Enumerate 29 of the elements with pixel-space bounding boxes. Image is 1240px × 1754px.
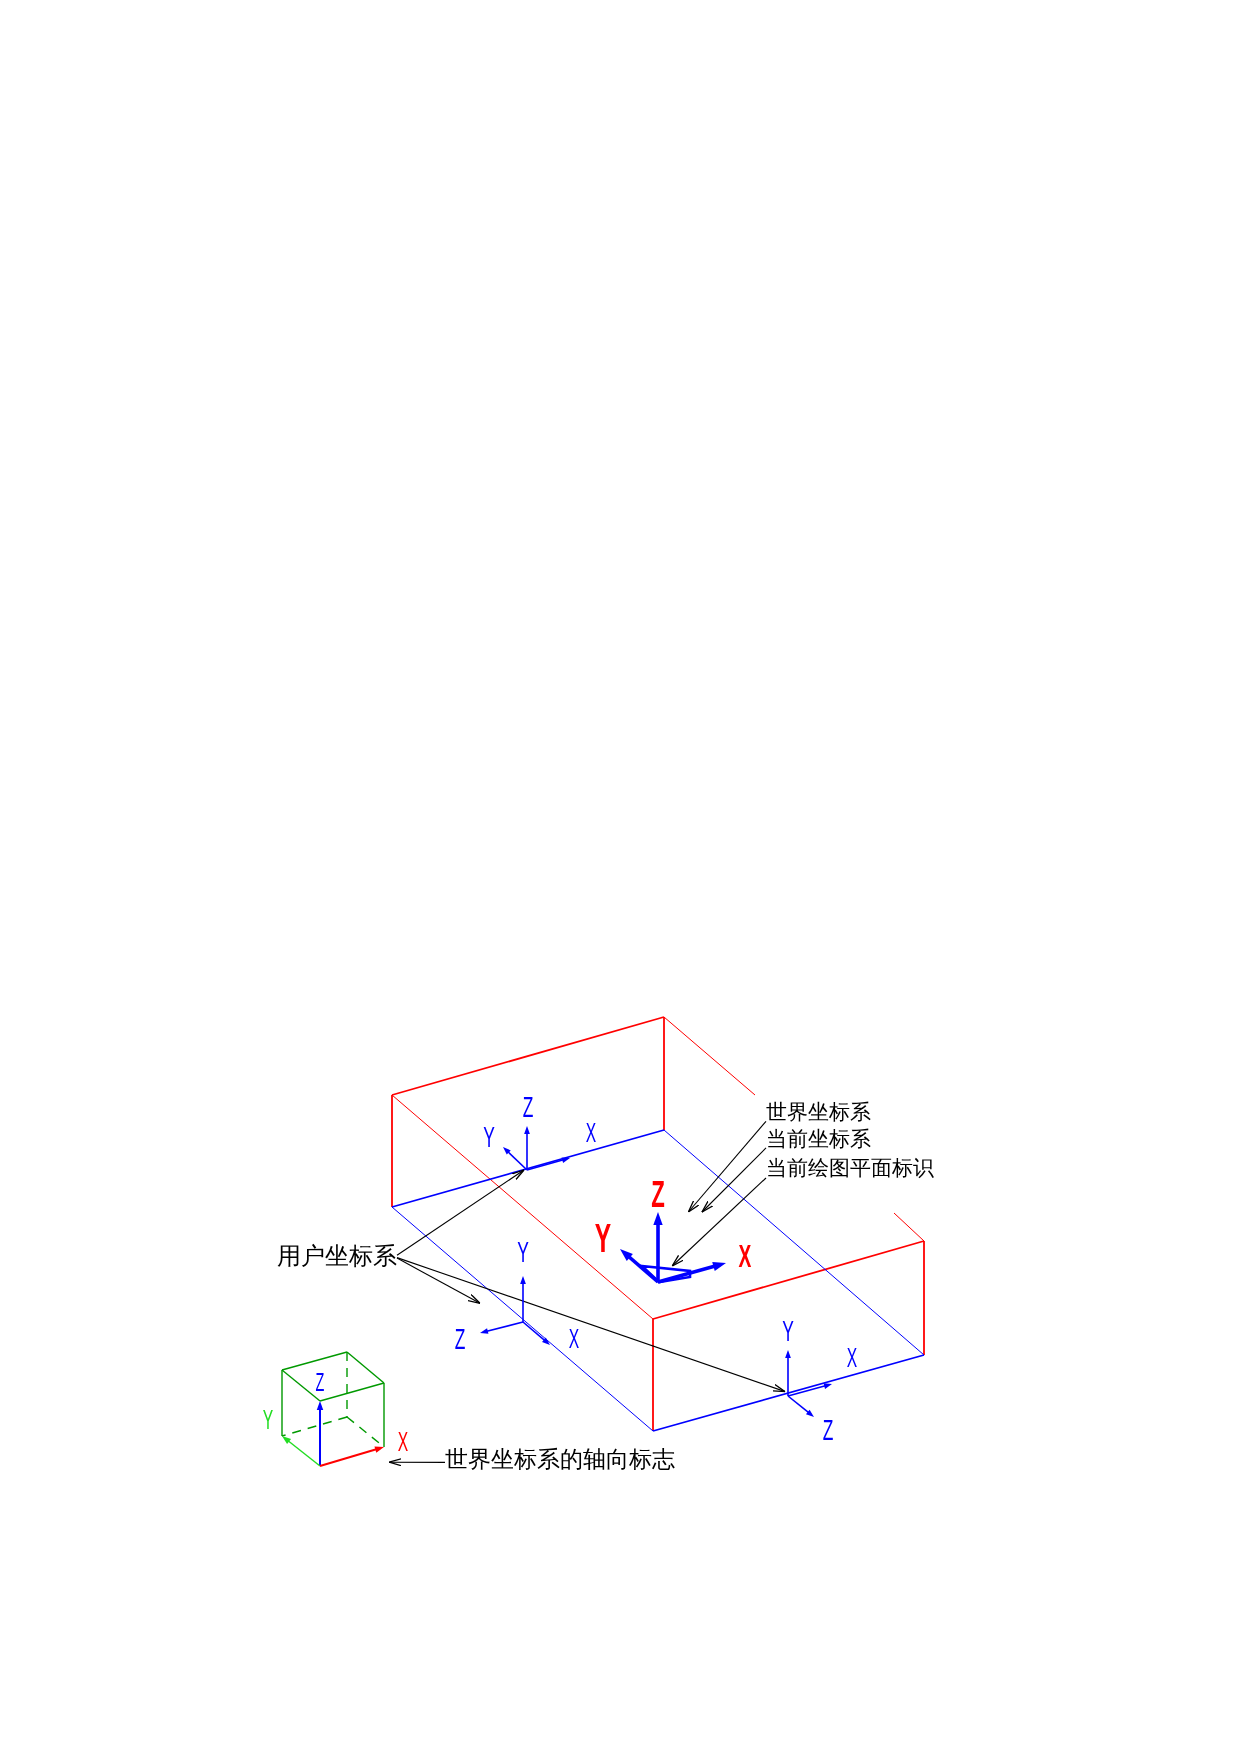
leader-arrow (396, 1257, 481, 1304)
coordinate-axes-icon (785, 1350, 832, 1417)
axis-letter: X (738, 1240, 752, 1272)
axis-letter: X (397, 1428, 409, 1456)
coordinate-axes-icon (480, 1276, 550, 1345)
leader-arrow (396, 1169, 525, 1256)
callout-label: 当前绘图平面标识 (766, 1156, 934, 1181)
axis-letter: Z (315, 1369, 325, 1395)
axis-letter: Y (782, 1316, 794, 1346)
axis-letter: X (568, 1325, 580, 1353)
callout-label: 世界坐标系的轴向标志 (445, 1446, 675, 1473)
coordinate-axes-icon (503, 1126, 570, 1171)
leader-arrow (388, 1458, 446, 1467)
axis-letter: X (585, 1119, 597, 1147)
axis-letter: Z (522, 1092, 534, 1122)
axis-letter: Y (483, 1122, 495, 1152)
callout-label: 世界坐标系 (766, 1100, 871, 1125)
leader-arrow (396, 1257, 786, 1393)
axis-letter: Z (454, 1324, 466, 1354)
leader-arrow (701, 1147, 767, 1213)
axis-letter: Y (262, 1406, 274, 1434)
axis-letter: Z (651, 1175, 665, 1213)
callout-label: 当前坐标系 (766, 1127, 871, 1152)
axis-letter: X (846, 1344, 858, 1372)
axis-letter: Z (822, 1415, 834, 1445)
callout-label: 用户坐标系 (277, 1243, 397, 1271)
leader-arrow (687, 1120, 767, 1213)
axis-letter: Y (517, 1237, 529, 1267)
axis-letter: Y (594, 1217, 612, 1259)
